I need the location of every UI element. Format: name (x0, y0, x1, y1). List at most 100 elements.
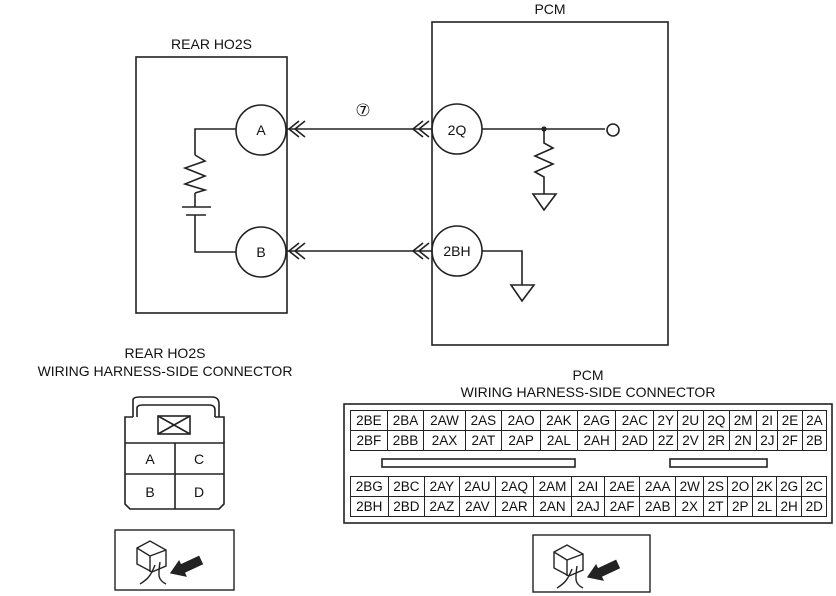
pcm-pin: 2AI (571, 476, 605, 497)
ho2s-pin: A (145, 451, 155, 467)
pcm-pin: 2AV (458, 496, 497, 517)
pcm-title: PCM (534, 1, 566, 17)
terminal-label: A (256, 122, 266, 138)
connector-key (669, 458, 768, 468)
ho2s-pin: B (145, 484, 154, 500)
pcm-pin: 2BG (350, 476, 389, 497)
pcm-pin: 2Z (653, 430, 679, 451)
terminal-A (235, 104, 287, 156)
rear-ho2s-title: REAR HO2S (171, 36, 252, 52)
pcm-pin: 2U (677, 410, 704, 431)
pcm-pin: 2BB (386, 430, 425, 451)
pcm-connector-frame (343, 403, 833, 524)
pcm-pin: 2AT (464, 430, 503, 451)
pcm-pin: 2AH (576, 430, 617, 451)
resistor-icon (182, 154, 208, 194)
ground-icon (531, 193, 558, 212)
ho2s-pin: C (194, 451, 204, 467)
rear-ho2s-box (135, 56, 288, 314)
pcm-pin: 2Q (702, 410, 730, 431)
pcm-pin: 2BD (387, 496, 426, 517)
pcm-pin: 2AO (501, 410, 542, 431)
terminal-label: 2BH (443, 243, 470, 259)
pcm-pin: 2X (674, 496, 705, 517)
pcm-pin: 2S (703, 476, 728, 497)
pcm-pin: 2AD (615, 430, 655, 451)
pcm-pin: 2AK (540, 410, 578, 431)
pcm-pin: 2Y (653, 410, 679, 431)
harness-view-direction-icon (114, 529, 235, 591)
pcm-pin: 2AC (615, 410, 655, 431)
pcm-connector-title: PCM (572, 367, 604, 383)
pcm-pin: 2K (752, 476, 777, 497)
pcm-pin: 2C (801, 476, 827, 497)
pcm-pin: 2AS (464, 410, 503, 431)
ho2s-internal-circuit (182, 128, 236, 253)
pcm-pin: 2AB (639, 496, 676, 517)
pcm-pin: 2A (801, 410, 828, 431)
pcm-pin: 2E (777, 410, 803, 431)
pcm-pin: 2AQ (495, 476, 534, 497)
pcm-pin: 2R (702, 430, 730, 451)
pcm-pin: 2N (728, 430, 758, 451)
harness-view-direction-icon (532, 534, 651, 593)
wire-number: ⑦ (355, 101, 370, 120)
pcm-connector-subtitle: WIRING HARNESS-SIDE CONNECTOR (460, 384, 716, 400)
pcm-pin: 2BH (350, 496, 389, 517)
pcm-pin: 2BE (350, 410, 388, 431)
pcm-pin: 2M (728, 410, 758, 431)
pcm-pin: 2AP (501, 430, 542, 451)
pcm-pin: 2G (775, 476, 803, 497)
pcm-pin: 2V (677, 430, 704, 451)
pcm-pin: 2AA (639, 476, 676, 497)
pcm-pin: 2AN (532, 496, 573, 517)
pcm-pin: 2AM (532, 476, 573, 497)
pcm-pin: 2AU (458, 476, 497, 497)
junction-dot (541, 126, 547, 132)
pcm-pin: 2AR (495, 496, 534, 517)
pcm-pin: 2F (777, 430, 803, 451)
pcm-pin: 2W (674, 476, 705, 497)
ho2s-pin: D (194, 484, 204, 500)
pcm-pin: 2P (726, 496, 754, 517)
connector-chevron-icon (287, 120, 430, 260)
pcm-pin: 2T (703, 496, 728, 517)
pcm-pin: 2BC (387, 476, 426, 497)
output-terminal-icon (606, 123, 620, 137)
ground-icon (509, 284, 536, 303)
ho2s-connector-subtitle: WIRING HARNESS-SIDE CONNECTOR (37, 363, 293, 379)
ho2s-connector-face (124, 396, 225, 510)
connector-key (381, 458, 576, 468)
pcm-pin: 2I (756, 410, 779, 431)
pcm-pin: 2J (756, 430, 779, 451)
pcm-pin: 2AE (603, 476, 641, 497)
pcm-pin: 2H (775, 496, 803, 517)
terminal-label: B (256, 244, 265, 260)
pcm-pin: 2AZ (424, 496, 460, 517)
pcm-pin: 2AL (540, 430, 578, 451)
pcm-pin: 2D (801, 496, 827, 517)
pcm-pin: 2BF (350, 430, 388, 451)
terminal-label: 2Q (448, 122, 467, 138)
terminal-B (235, 226, 287, 278)
ho2s-connector-title: REAR HO2S (124, 345, 206, 361)
latch-icon (157, 415, 191, 435)
pcm-pin: 2BA (386, 410, 425, 431)
pcm-pin: 2AJ (571, 496, 605, 517)
pcm-pin: 2L (752, 496, 777, 517)
pcm-pin: 2B (801, 430, 828, 451)
pcm-box (431, 21, 669, 346)
pcm-pin: 2AG (576, 410, 617, 431)
pcm-pin: 2AW (423, 410, 466, 431)
pcm-pin: 2AF (603, 496, 641, 517)
pcm-pin: 2O (726, 476, 754, 497)
pull-down-resistor-icon (533, 129, 555, 194)
pcm-pin: 2AX (423, 430, 466, 451)
